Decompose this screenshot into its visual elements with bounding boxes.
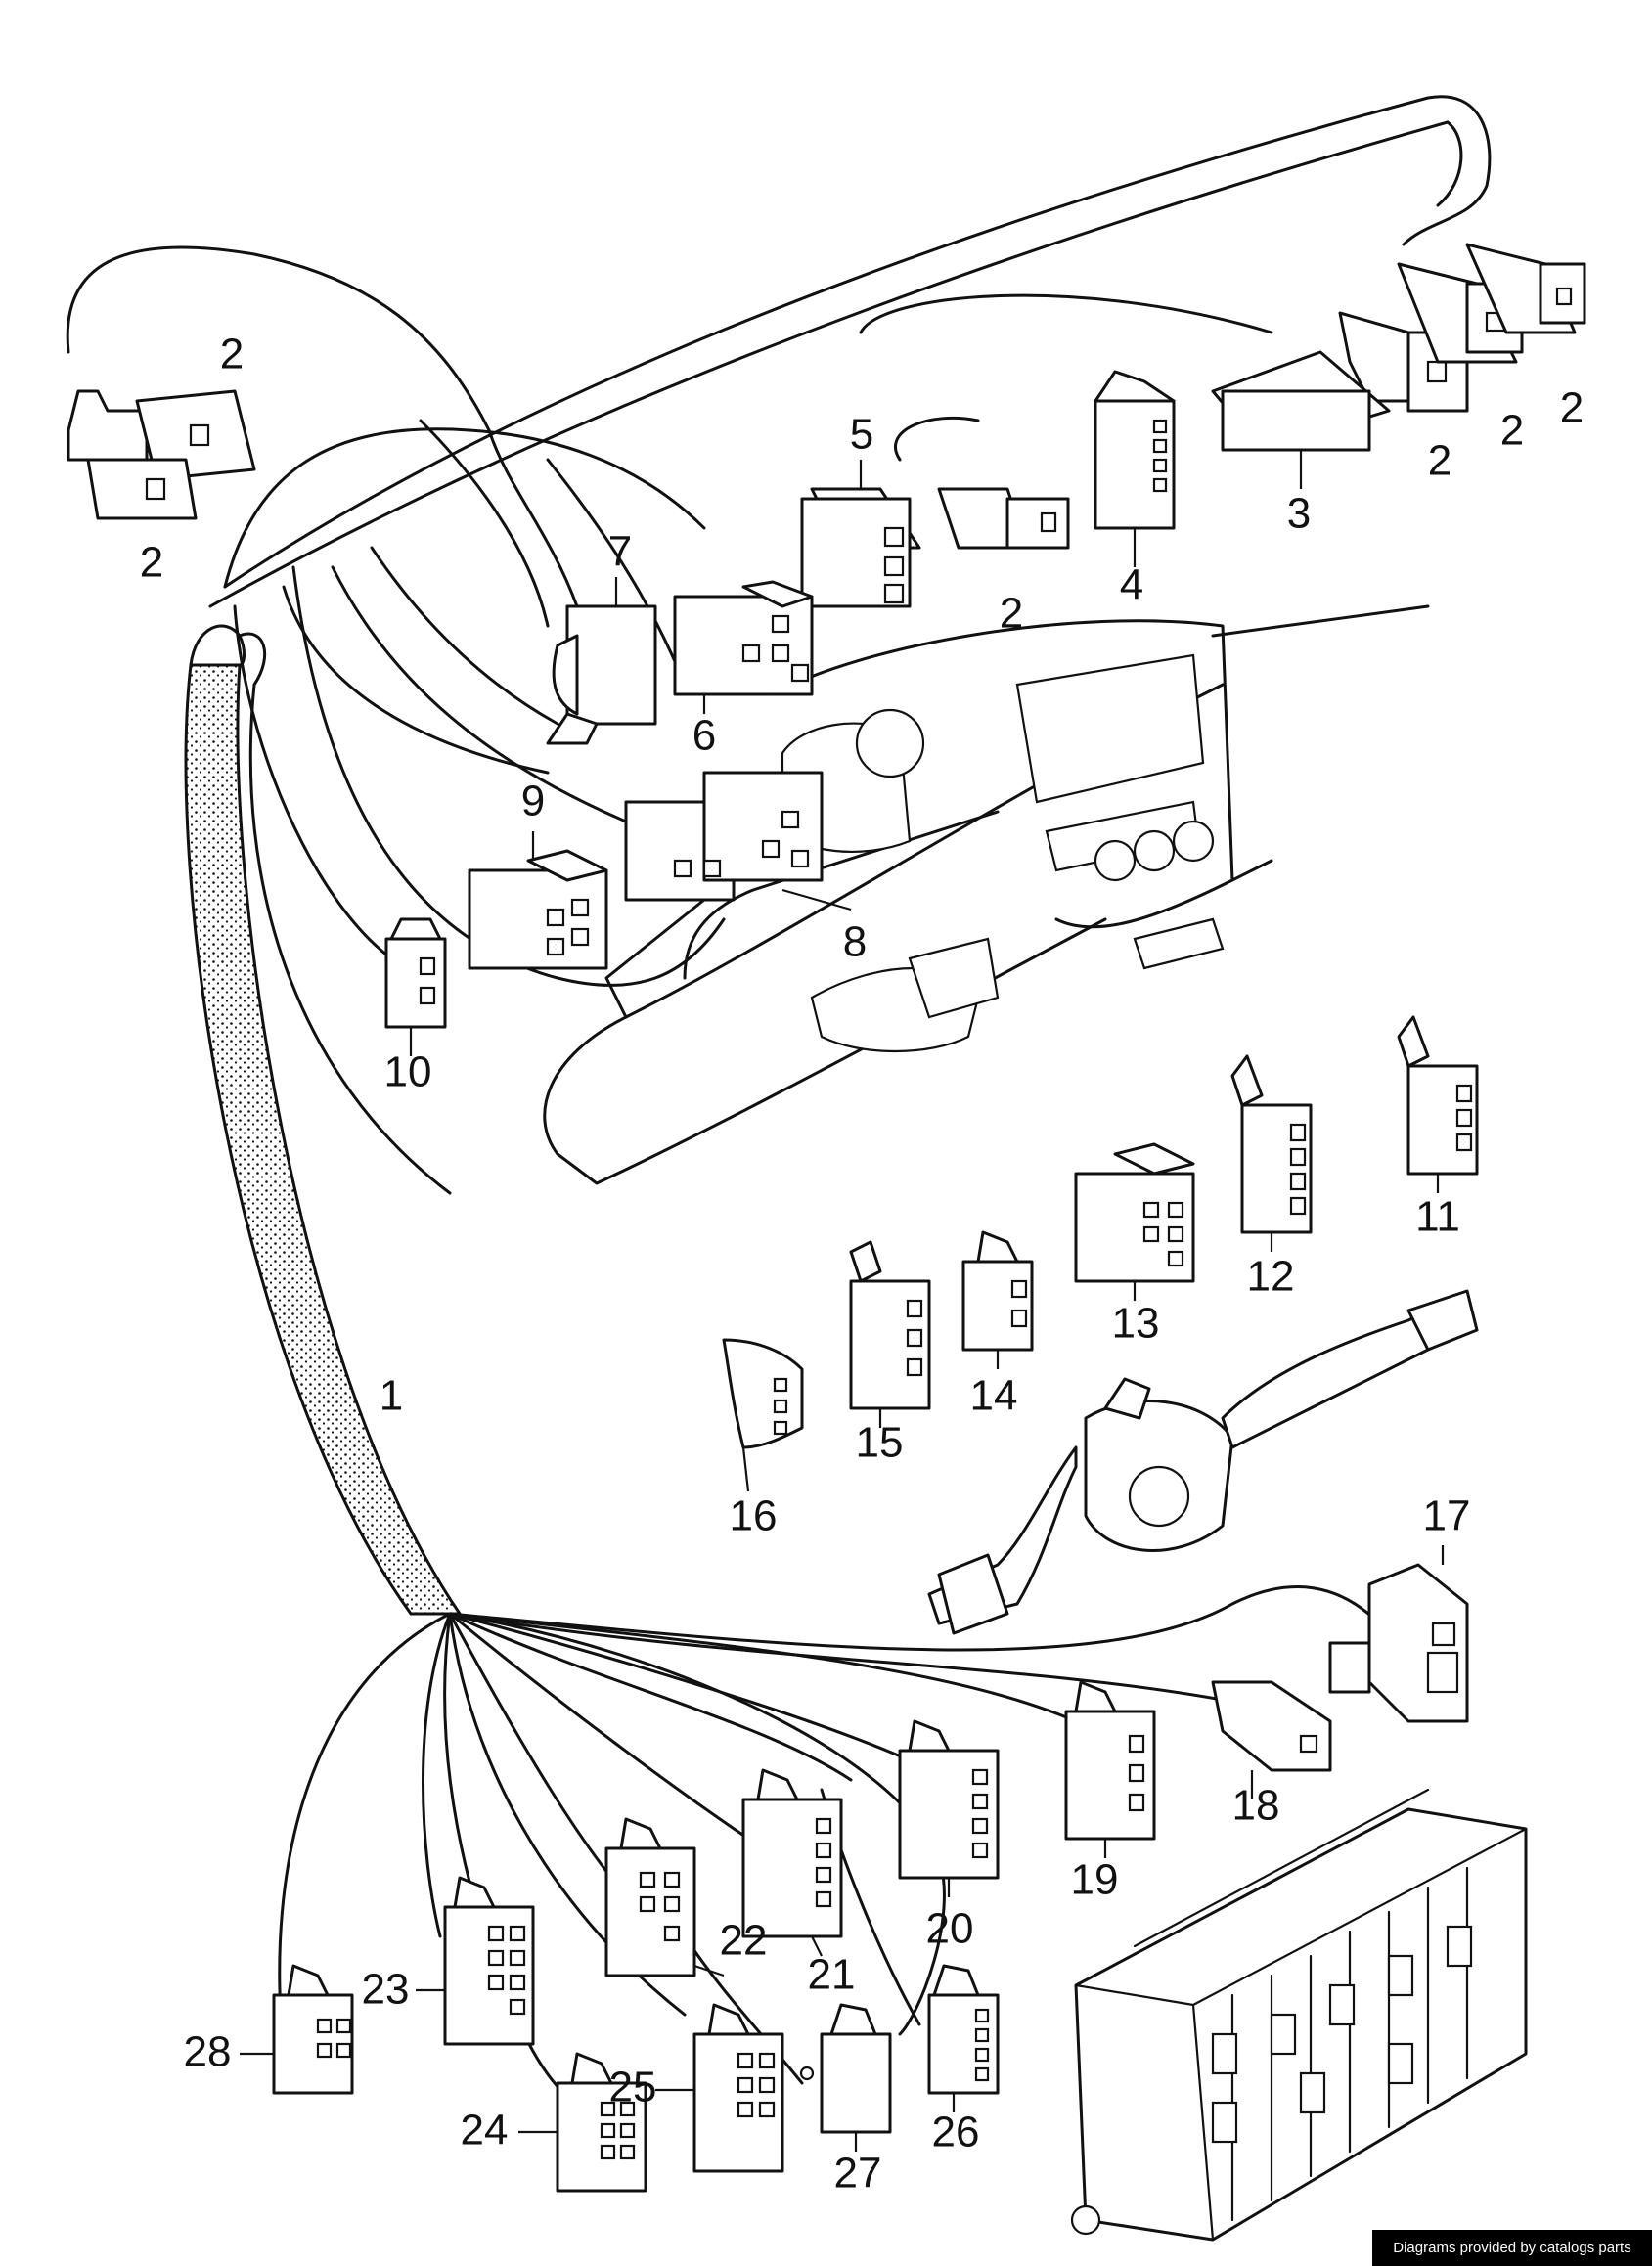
connector-17 (1328, 1545, 1469, 1723)
connector-21 (741, 1768, 843, 1957)
connector-13 (1074, 1142, 1195, 1301)
callout-labels: 1 2 2 2 2 2 2 3 4 5 6 7 8 9 10 11 12 13 … (140, 331, 1584, 2198)
connector-25 (655, 2003, 784, 2173)
connector-2-right (1338, 243, 1586, 413)
callout-8: 8 (843, 918, 867, 966)
connector-9 (468, 831, 608, 970)
credit-text: Diagrams provided by catalogs parts (1393, 2240, 1631, 2256)
callout-2-mid: 2 (1000, 590, 1023, 638)
connector-4 (1094, 370, 1176, 567)
main-harness-sheath (184, 624, 463, 1616)
callout-1: 1 (380, 1372, 403, 1420)
connector-15 (849, 1240, 931, 1428)
connector-18 (1211, 1680, 1332, 1799)
callout-21: 21 (808, 1951, 856, 1999)
connector-7 (546, 577, 657, 745)
connector-12 (1230, 1054, 1313, 1252)
callout-10: 10 (384, 1048, 432, 1096)
callout-24: 24 (461, 2107, 509, 2155)
callout-2-right-b: 2 (1500, 407, 1524, 455)
connector-14 (961, 1230, 1034, 1369)
callout-13: 13 (1112, 1300, 1160, 1348)
connector-6 (673, 580, 814, 714)
connector-20 (898, 1719, 1000, 1897)
callout-28: 28 (184, 2028, 232, 2076)
callout-9: 9 (521, 778, 545, 825)
fuse-relay-panel (1070, 1788, 1528, 2242)
connector-23 (416, 1876, 535, 2046)
callout-5: 5 (850, 411, 873, 459)
connector-19 (1064, 1680, 1156, 1858)
callout-16: 16 (730, 1492, 778, 1540)
callout-6: 6 (692, 712, 716, 760)
callout-4: 4 (1120, 561, 1143, 609)
callout-2-right-a: 2 (1428, 437, 1451, 485)
connector-5 (800, 460, 921, 608)
connector-24 (518, 2052, 647, 2193)
callout-25: 25 (609, 2064, 657, 2111)
callout-18: 18 (1232, 1782, 1280, 1830)
connector-8 (624, 771, 852, 911)
connector-26 (927, 1964, 1000, 2112)
callout-19: 19 (1071, 1856, 1119, 1904)
callout-11: 11 (1415, 1193, 1460, 1241)
callout-2-right-c: 2 (1560, 384, 1584, 432)
callout-2-bottom-left: 2 (140, 539, 163, 587)
connector-27 (799, 2003, 892, 2152)
callout-14: 14 (970, 1372, 1018, 1420)
steering-column-switch (927, 1289, 1479, 1635)
callout-22: 22 (720, 1917, 768, 1965)
callout-27: 27 (834, 2150, 882, 2198)
connector-2-left (67, 389, 256, 520)
connector-10 (384, 917, 447, 1056)
connector-22 (604, 1817, 725, 1977)
connector-2-mid (937, 487, 1070, 550)
callout-26: 26 (932, 2109, 980, 2156)
callout-2-top-left: 2 (220, 331, 244, 378)
callout-15: 15 (856, 1419, 904, 1467)
callout-3: 3 (1287, 490, 1311, 538)
callout-12: 12 (1247, 1253, 1295, 1301)
connector-3 (1211, 350, 1391, 489)
connector-11 (1397, 1015, 1479, 1193)
callout-17: 17 (1423, 1492, 1471, 1540)
credit-footer: Diagrams provided by catalogs parts (1372, 2230, 1652, 2266)
callout-7: 7 (608, 528, 632, 576)
connector-28 (240, 1964, 354, 2095)
callout-20: 20 (926, 1905, 974, 1953)
connector-16 (722, 1338, 804, 1492)
callout-23: 23 (362, 1966, 410, 2014)
